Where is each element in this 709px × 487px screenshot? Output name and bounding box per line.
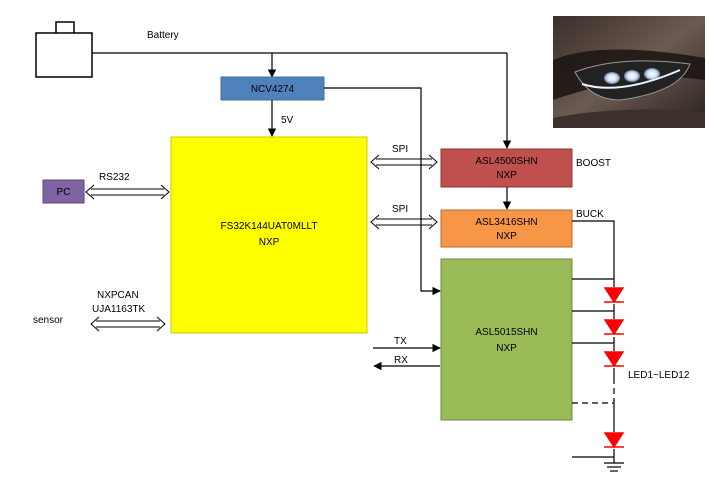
led-diodes xyxy=(603,287,625,449)
asl4500-name: ASL4500SHN xyxy=(475,156,537,167)
led-icon xyxy=(603,287,625,304)
uja-label: UJA1163TK xyxy=(92,304,146,315)
mcu-block: FS32K144UAT0MLLT NXP xyxy=(170,136,368,334)
sensor-label: sensor xyxy=(33,315,64,326)
ncv-wires xyxy=(267,87,441,296)
boost-label: BOOST xyxy=(576,158,611,169)
asl5015-block: ASL5015SHN NXP xyxy=(440,258,573,421)
battery-label: Battery xyxy=(147,30,179,41)
asl3416-vendor: NXP xyxy=(496,231,517,242)
asl3416-name: ASL3416SHN xyxy=(475,217,537,228)
battery-icon xyxy=(35,21,93,78)
rs232-bus-arrow xyxy=(85,184,170,200)
ncv4274-block: NCV4274 xyxy=(220,76,325,101)
mcu-vendor: NXP xyxy=(259,237,280,248)
can-bus-arrow xyxy=(90,316,166,332)
mcu-name: FS32K144UAT0MLLT xyxy=(221,221,318,232)
spi-top-label: SPI xyxy=(392,144,408,155)
asl3416-block: ASL3416SHN NXP xyxy=(440,209,573,248)
spi-top-bus-arrow xyxy=(370,154,438,170)
five-volt-label: 5V xyxy=(281,115,294,126)
pc-block: PC xyxy=(42,179,85,204)
nxpcan-label: NXPCAN xyxy=(97,290,139,301)
rx-label: RX xyxy=(394,355,408,366)
asl5015-vendor: NXP xyxy=(496,343,517,354)
battery-wire xyxy=(92,52,512,149)
bus-arrows xyxy=(85,154,438,332)
tx-label: TX xyxy=(394,336,407,347)
asl4500-block: ASL4500SHN NXP xyxy=(440,148,573,188)
led-icon xyxy=(603,351,625,368)
buck-label: BUCK xyxy=(576,209,604,220)
led-icon xyxy=(603,319,625,336)
led-chain-wires xyxy=(572,220,615,463)
spi-mid-label: SPI xyxy=(392,204,408,215)
asl4500-vendor: NXP xyxy=(496,170,517,181)
ncv4274-label: NCV4274 xyxy=(251,84,295,95)
asl5015-name: ASL5015SHN xyxy=(475,327,537,338)
tx-rx-wires xyxy=(373,343,441,371)
ground-icon xyxy=(604,462,624,472)
car-headlight-photo xyxy=(553,16,705,128)
spi-mid-bus-arrow xyxy=(370,214,438,230)
led-icon xyxy=(603,432,625,449)
led-range-label: LED1~LED12 xyxy=(628,370,690,381)
pc-label: PC xyxy=(57,187,71,198)
rs232-label: RS232 xyxy=(99,172,130,183)
